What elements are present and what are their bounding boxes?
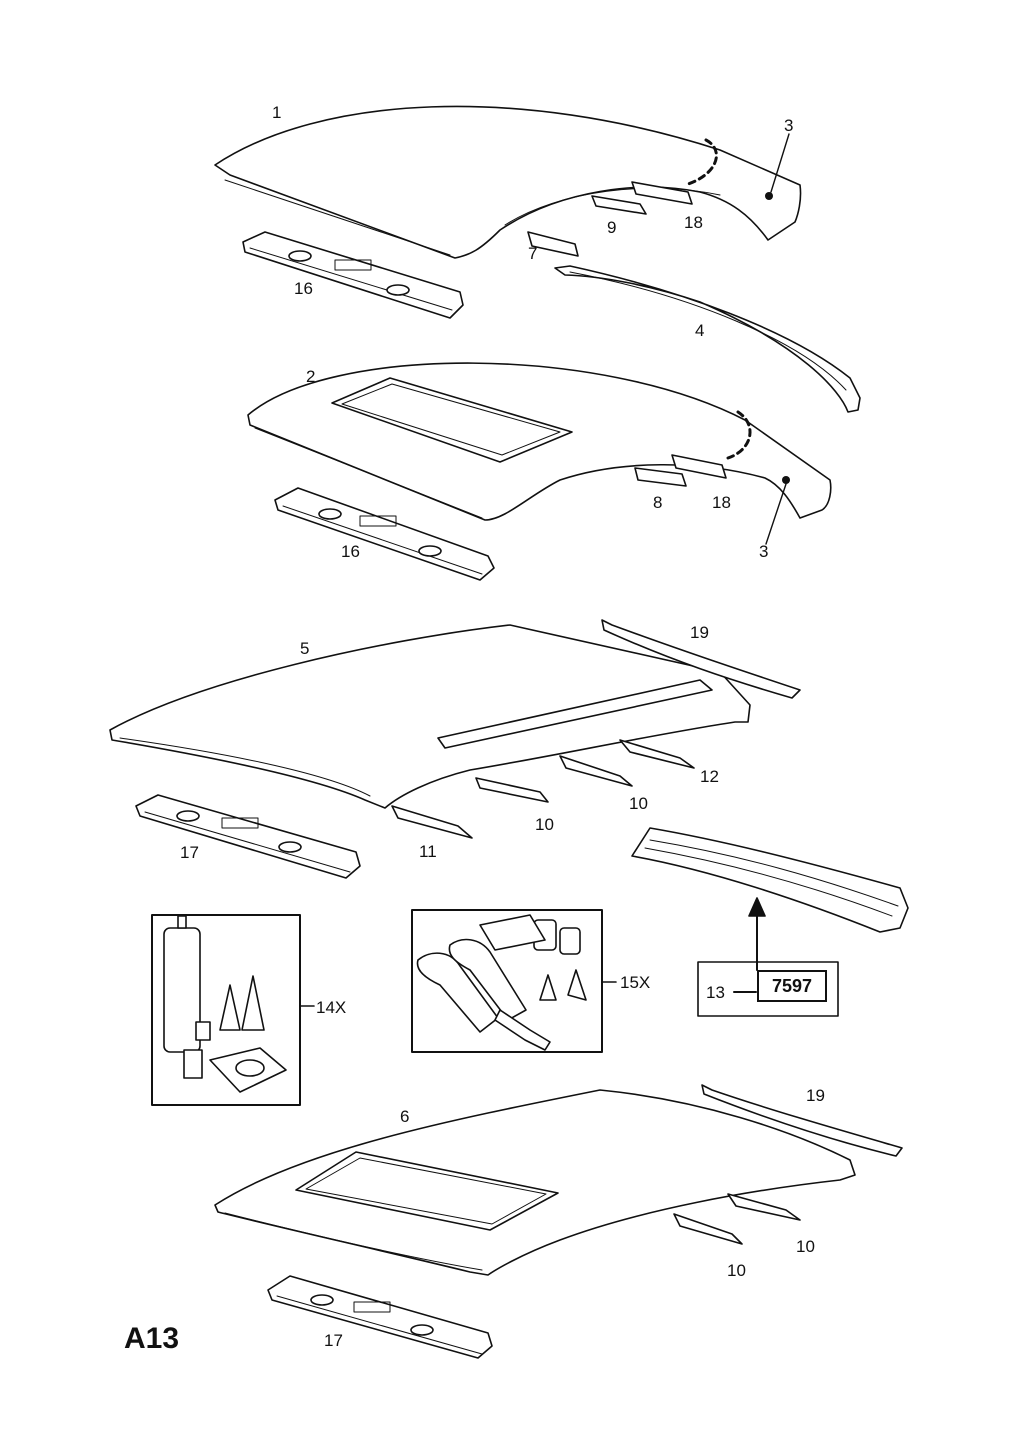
roof-panel-part-5 bbox=[109, 624, 751, 809]
callout-16-bottom: 16 bbox=[341, 542, 360, 561]
roof-panel-part-6 bbox=[214, 1089, 856, 1276]
callout-9: 9 bbox=[607, 218, 617, 237]
callout-19-bottom: 19 bbox=[806, 1086, 825, 1105]
pointer-arrow-13 bbox=[748, 897, 766, 971]
callout-3-top: 3 bbox=[784, 116, 794, 135]
callout-7: 7 bbox=[528, 244, 538, 263]
strip-part-11 bbox=[391, 805, 473, 839]
callout-8: 8 bbox=[653, 493, 663, 512]
callout-18-bottom: 18 bbox=[712, 493, 731, 512]
callout-13: 13 bbox=[706, 983, 725, 1002]
sealant-cartridge-icon bbox=[163, 915, 201, 1053]
callout-3-bottom: 3 bbox=[759, 542, 769, 561]
callout-18-top: 18 bbox=[684, 213, 703, 232]
sealant-kit-box-14x bbox=[151, 914, 315, 1106]
strip-part-12 bbox=[619, 739, 695, 769]
reference-dot-3b bbox=[782, 476, 790, 484]
seal-strip-part-4 bbox=[554, 265, 861, 413]
callout-1: 1 bbox=[272, 103, 282, 122]
part-code-box: 7597 bbox=[757, 970, 827, 1002]
callout-16-top: 16 bbox=[294, 279, 313, 298]
strip-part-18a bbox=[631, 181, 693, 205]
leader-lines bbox=[765, 133, 790, 545]
repair-kit-box-15x bbox=[411, 909, 617, 1053]
strip-part-18b bbox=[671, 454, 727, 479]
roof-bow-part-17a bbox=[135, 794, 361, 879]
callout-2: 2 bbox=[306, 367, 316, 386]
roof-bow-part-16a bbox=[242, 231, 464, 319]
dashed-cut-line-1 bbox=[683, 138, 718, 187]
strip-part-10d bbox=[673, 1213, 743, 1245]
roof-rail-part-19b bbox=[701, 1084, 903, 1157]
callout-10-c: 10 bbox=[796, 1237, 815, 1256]
strip-part-10b bbox=[475, 777, 549, 803]
callout-15x: 15X bbox=[620, 973, 651, 992]
reference-dot-3a bbox=[765, 192, 773, 200]
callout-17-bottom: 17 bbox=[324, 1331, 343, 1350]
strip-part-10c bbox=[727, 1193, 801, 1221]
callout-12: 12 bbox=[700, 767, 719, 786]
dashed-cut-line-2 bbox=[726, 410, 752, 460]
callout-10-a: 10 bbox=[629, 794, 648, 813]
callout-19-top: 19 bbox=[690, 623, 709, 642]
roof-rail-part-19a bbox=[601, 619, 801, 699]
roof-panel-part-1 bbox=[214, 105, 802, 259]
page-code: A13 bbox=[124, 1322, 180, 1355]
strip-part-8 bbox=[634, 467, 687, 487]
callout-4: 4 bbox=[695, 321, 705, 340]
roof-panel-part-2 bbox=[247, 362, 832, 521]
roof-bow-part-16b bbox=[274, 487, 495, 581]
callout-6: 6 bbox=[400, 1107, 410, 1126]
reinforcement-part-13 bbox=[631, 827, 909, 933]
strip-part-10a bbox=[559, 755, 633, 787]
callout-10-b: 10 bbox=[535, 815, 554, 834]
callout-17-top: 17 bbox=[180, 843, 199, 862]
callout-5: 5 bbox=[300, 639, 310, 658]
code-box-frame bbox=[697, 961, 839, 1017]
callout-14x: 14X bbox=[316, 998, 347, 1017]
strip-part-7 bbox=[527, 231, 579, 257]
callout-10-d: 10 bbox=[727, 1261, 746, 1280]
strip-part-9 bbox=[591, 195, 647, 215]
roof-bow-part-17b bbox=[267, 1275, 493, 1359]
callout-11: 11 bbox=[419, 842, 437, 861]
